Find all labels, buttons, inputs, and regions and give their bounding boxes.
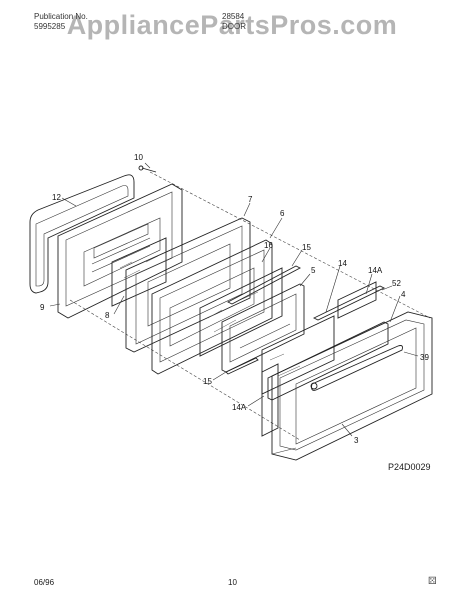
part-screw <box>138 165 157 173</box>
callout-15-bottom: 15 <box>203 377 212 386</box>
part-gasket <box>29 174 135 294</box>
part-glass-pack <box>221 283 305 373</box>
part-glass-14a-top <box>337 281 377 319</box>
part-glass-support-bottom <box>225 357 259 375</box>
publication-label: Publication No. <box>34 12 88 21</box>
callout-39: 39 <box>420 353 429 362</box>
corner-mark-icon: ⚄ <box>428 576 437 587</box>
part-trim-strip <box>312 285 386 321</box>
callout-12: 12 <box>52 193 61 202</box>
callout-9: 9 <box>40 303 45 312</box>
alignment-line <box>149 171 431 319</box>
callout-14a-top: 14A <box>368 266 383 275</box>
part-glass-14a-bottom <box>261 363 279 437</box>
diagram-code: P24D0029 <box>388 462 431 472</box>
part-door-spacer <box>267 321 389 401</box>
watermark: AppliancePartsPros.com <box>66 10 398 40</box>
callout-14: 14 <box>338 259 347 268</box>
callout-leaders <box>49 162 419 437</box>
callout-4: 4 <box>401 290 406 299</box>
callout-6: 6 <box>280 209 285 218</box>
part-glass-frame <box>151 239 273 375</box>
callout-5: 5 <box>311 266 316 275</box>
publication-number: 5995285 <box>34 22 66 31</box>
callout-52: 52 <box>392 279 401 288</box>
callout-14a-bottom: 14A <box>232 403 247 412</box>
section-title: DOOR <box>222 22 246 31</box>
part-inner-glass <box>111 237 167 307</box>
part-door-handle <box>310 345 403 391</box>
part-glass-support-top <box>227 265 301 305</box>
callout-7: 7 <box>248 195 253 204</box>
callout-16: 16 <box>264 241 273 250</box>
part-outer-door-panel <box>271 311 433 461</box>
footer-page-number: 10 <box>228 578 237 587</box>
part-inner-liner <box>57 183 183 319</box>
part-door-frame <box>125 217 251 353</box>
part-outer-glass <box>261 315 335 395</box>
callout-3: 3 <box>354 436 359 445</box>
callout-10: 10 <box>134 153 143 162</box>
callout-15-top: 15 <box>302 243 311 252</box>
callout-8: 8 <box>105 311 110 320</box>
model-number: 28584 <box>222 12 245 21</box>
footer-date: 06/96 <box>34 578 55 587</box>
